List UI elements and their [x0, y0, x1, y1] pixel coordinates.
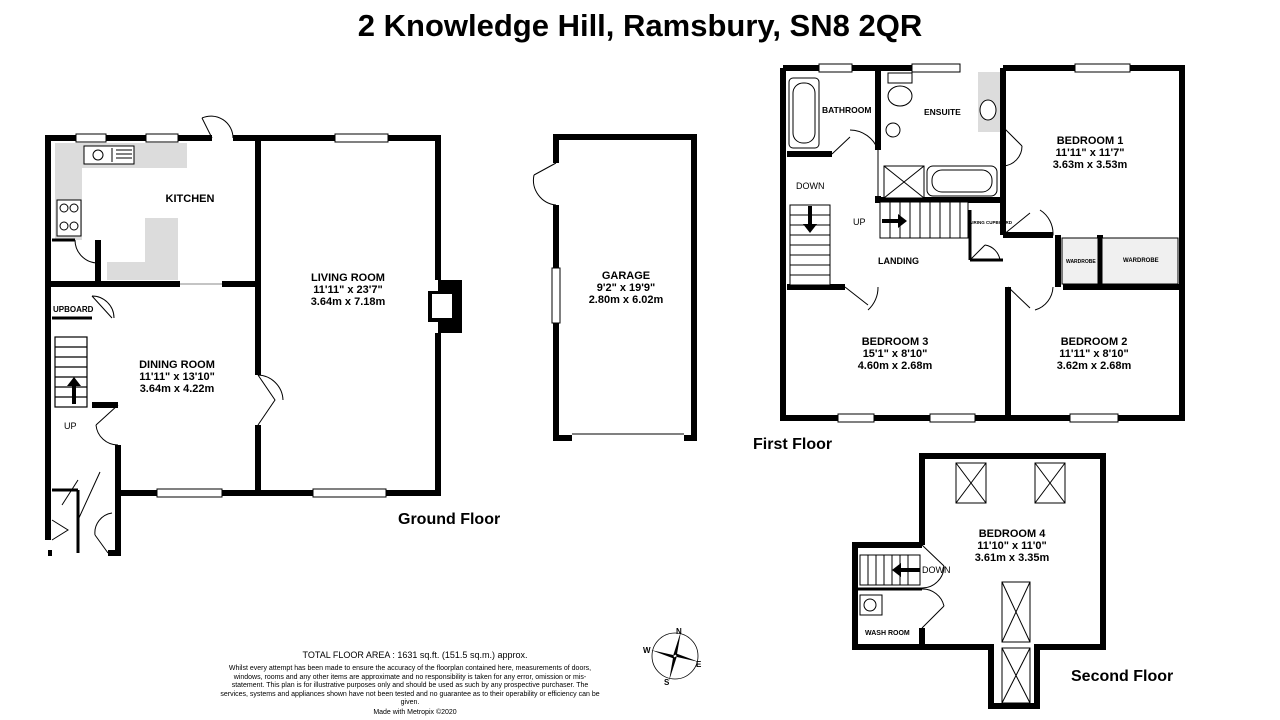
room-imperial: 11'11" x 23'7" — [313, 284, 383, 296]
page-title: 2 Knowledge Hill, Ramsbury, SN8 2QR — [357, 8, 923, 43]
wardrobe-2-label: WARDROBE — [1123, 258, 1159, 264]
room-metric: 3.61m x 3.35m — [974, 552, 1050, 564]
compass-w: W — [643, 646, 651, 655]
bedroom-3-label: BEDROOM 3 15'1" x 8'10" 4.60m x 2.68m — [835, 336, 955, 372]
first-stairs-down-label: DOWN — [796, 181, 825, 191]
disclaimer: Whilst every attempt has been made to en… — [220, 665, 600, 707]
kitchen-label: KITCHEN — [150, 193, 230, 205]
room-name: LIVING ROOM — [311, 272, 385, 284]
room-name: KITCHEN — [165, 193, 215, 205]
room-metric: 3.64m x 7.18m — [310, 296, 386, 308]
room-imperial: 11'11" x 11'7" — [1055, 147, 1125, 159]
first-floor-details — [788, 63, 1179, 423]
cupboard-label: UPBOARD — [53, 305, 94, 314]
ground-floor-plan — [45, 135, 462, 556]
first-stairs-up-label: UP — [853, 217, 866, 227]
bathroom-label: BATHROOM — [822, 105, 872, 115]
room-name: GARAGE — [601, 270, 651, 282]
room-metric: 4.60m x 2.68m — [857, 360, 933, 372]
bedroom-4-label: BEDROOM 4 11'10" x 11'0" 3.61m x 3.35m — [952, 528, 1072, 564]
room-name: BEDROOM 3 — [861, 336, 929, 348]
room-metric: 2.80m x 6.02m — [588, 294, 664, 306]
ensuite-label: ENSUITE — [924, 107, 961, 117]
made-with-credit: Made with Metropix ©2020 — [373, 709, 457, 716]
room-imperial: 15'1" x 8'10" — [862, 348, 928, 360]
ground-floor-label: Ground Floor — [398, 511, 501, 528]
bedroom-2-label: BEDROOM 2 11'11" x 8'10" 3.62m x 2.68m — [1034, 336, 1154, 372]
ground-floor-details — [51, 115, 389, 554]
garage-label: GARAGE 9'2" x 19'9" 2.80m x 6.02m — [570, 270, 682, 306]
room-imperial: 11'11" x 13'10" — [139, 371, 215, 383]
second-floor-label: Second Floor — [1071, 668, 1174, 685]
ground-stairs-up-label: UP — [64, 421, 77, 431]
room-name: BEDROOM 4 — [978, 528, 1046, 540]
room-metric: 3.63m x 3.53m — [1052, 159, 1128, 171]
bedroom-1-label: BEDROOM 1 11'11" x 11'7" 3.63m x 3.53m — [1030, 135, 1150, 171]
airing-cupboard-label: AIRING CUPBOARD — [969, 220, 1013, 225]
compass-s: S — [664, 678, 670, 687]
room-metric: 3.64m x 4.22m — [139, 383, 215, 395]
room-metric: 3.62m x 2.68m — [1056, 360, 1132, 372]
total-floor-area: TOTAL FLOOR AREA : 1631 sq.ft. (151.5 sq… — [302, 650, 528, 660]
room-name: BEDROOM 1 — [1056, 135, 1124, 147]
kitchen-island — [107, 218, 178, 280]
room-name: DINING ROOM — [139, 359, 215, 371]
wardrobe-1-label: WARDROBE — [1066, 259, 1096, 265]
compass-icon — [641, 625, 711, 690]
wash-room-label: WASH ROOM — [865, 630, 910, 637]
second-floor-details — [859, 462, 1066, 704]
compass-e: E — [696, 660, 702, 669]
living-room-label: LIVING ROOM 11'11" x 23'7" 3.64m x 7.18m — [272, 272, 424, 308]
room-imperial: 9'2" x 19'9" — [596, 282, 656, 294]
landing-label: LANDING — [878, 256, 919, 266]
compass-n: N — [676, 627, 682, 636]
second-stairs-down-label: DOWN — [922, 565, 951, 575]
room-imperial: 11'11" x 8'10" — [1059, 348, 1129, 360]
room-imperial: 11'10" x 11'0" — [977, 540, 1047, 552]
room-name: BEDROOM 2 — [1060, 336, 1128, 348]
first-floor-label: First Floor — [753, 436, 833, 453]
second-floor-plan — [852, 453, 1106, 709]
dining-room-label: DINING ROOM 11'11" x 13'10" 3.64m x 4.22… — [112, 359, 242, 395]
garage-plan — [553, 134, 697, 441]
